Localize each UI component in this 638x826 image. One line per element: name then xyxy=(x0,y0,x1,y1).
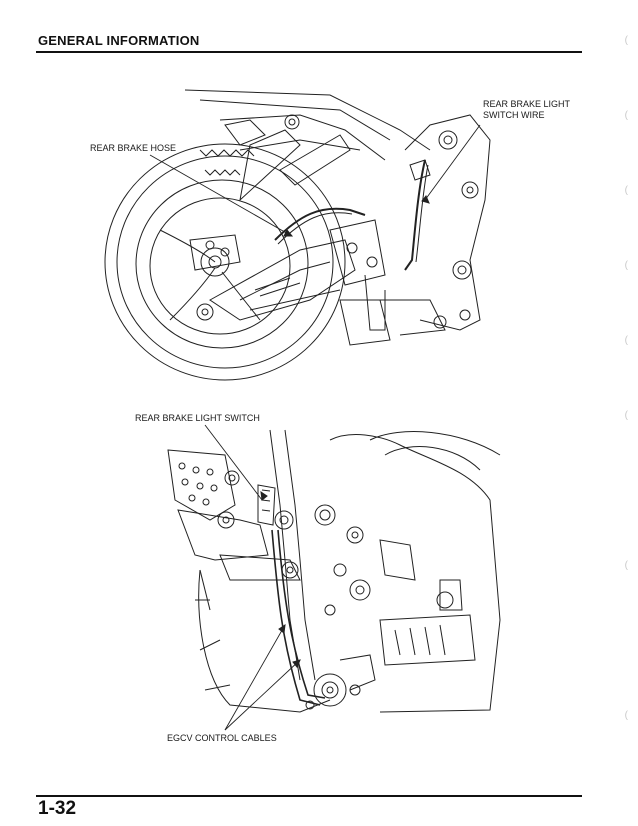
rear-tire xyxy=(104,143,346,381)
switch-wire-label-line1: REAR BRAKE LIGHT xyxy=(483,99,571,109)
binder-mark: ( xyxy=(624,35,628,46)
footer-divider xyxy=(36,795,582,797)
rear-brake-hose-line xyxy=(274,207,366,241)
switch-wire-leader xyxy=(424,124,481,201)
egcv-leader-2 xyxy=(224,659,301,731)
binder-mark: ( xyxy=(624,560,628,571)
binder-mark: ( xyxy=(624,260,628,271)
page-number: 1-32 xyxy=(38,798,77,819)
switch-wire-label-line2: SWITCH WIRE xyxy=(483,110,545,120)
page-section-title: GENERAL INFORMATION xyxy=(38,33,200,48)
binder-mark: ( xyxy=(624,185,628,196)
rear-brake-switch-wire xyxy=(404,159,426,271)
binder-mark: ( xyxy=(624,335,628,346)
header-divider xyxy=(36,51,582,53)
swingarm xyxy=(209,239,356,321)
rear-brake-hose-leader xyxy=(149,154,291,236)
footpeg-bracket xyxy=(167,449,236,521)
binder-mark: ( xyxy=(624,710,628,721)
binder-mark: ( xyxy=(624,110,628,121)
egcv-pulley xyxy=(313,673,347,707)
rear-brake-light-switch-label: REAR BRAKE LIGHT SWITCH xyxy=(135,413,260,423)
egcv-cable-1 xyxy=(271,529,321,706)
switch-leader xyxy=(204,424,263,501)
egcv-control-cables-label: EGCV CONTROL CABLES xyxy=(167,733,277,743)
rear-brake-light-switch xyxy=(257,484,276,526)
egcv-leader-1 xyxy=(224,624,286,731)
binder-mark: ( xyxy=(624,410,628,421)
egcv-cable-2 xyxy=(277,529,326,699)
rear-brake-hose-label: REAR BRAKE HOSE xyxy=(90,143,177,153)
